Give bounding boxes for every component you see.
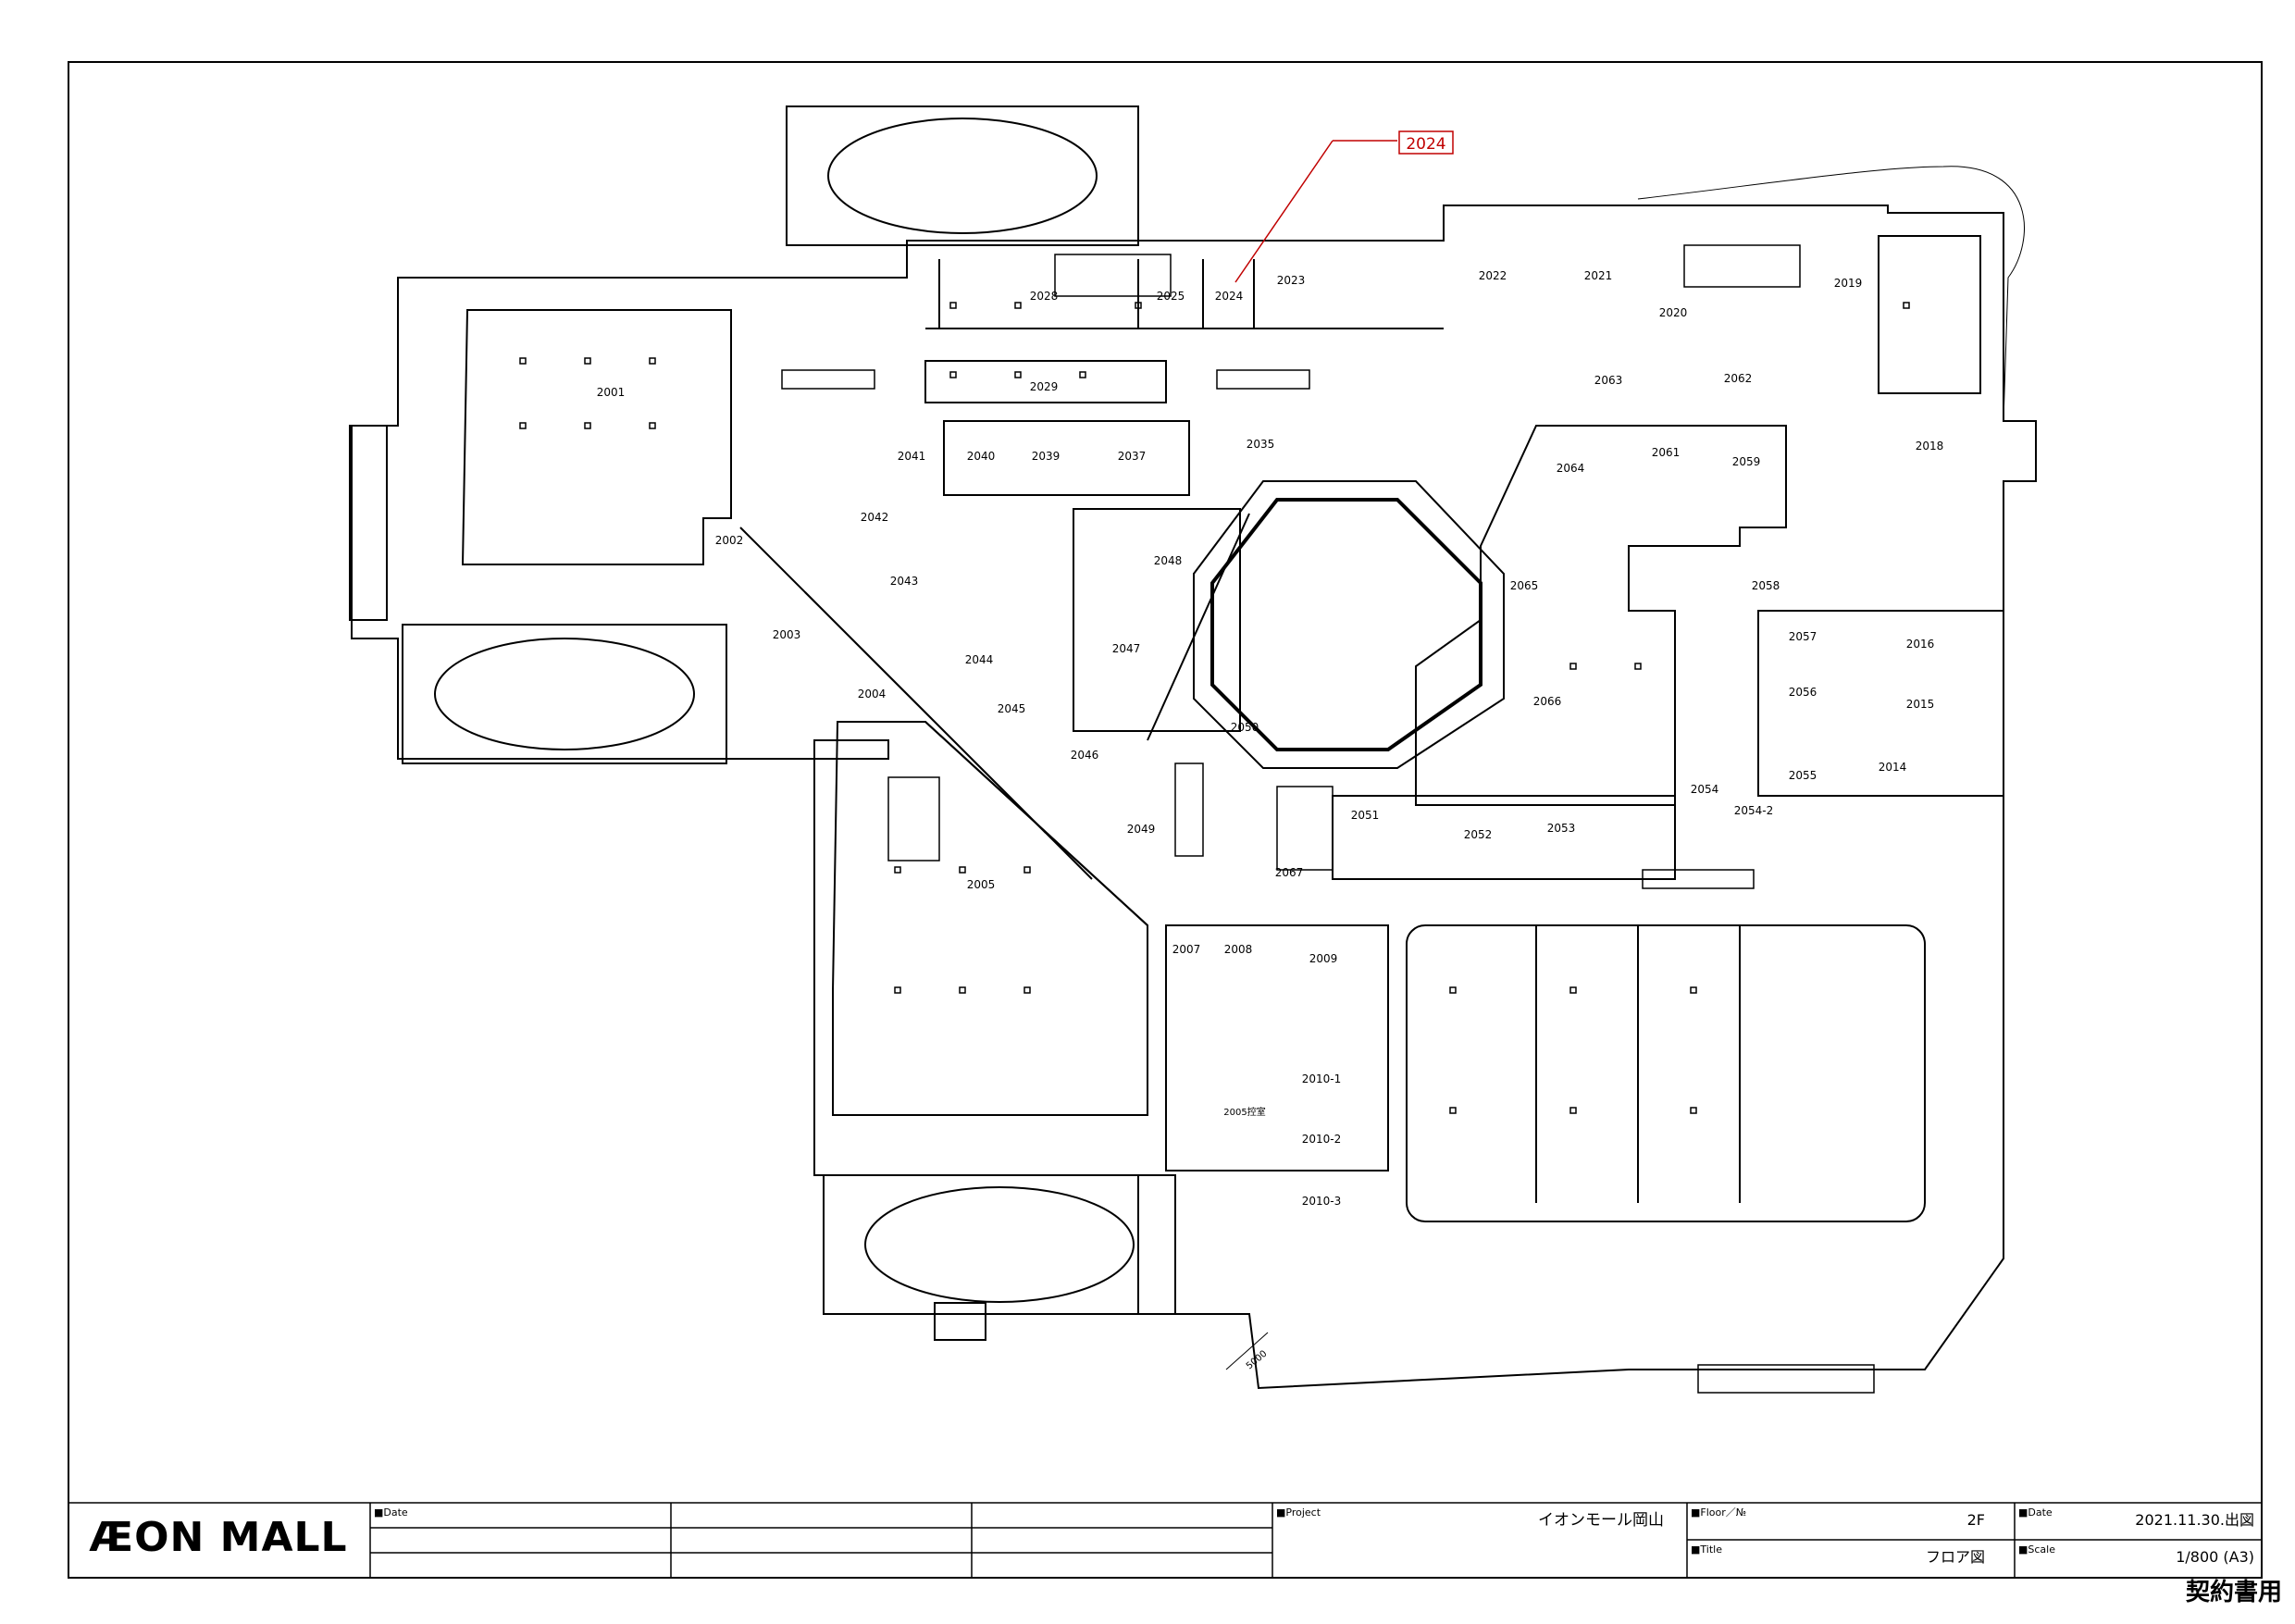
unit-label[interactable]: 2021 <box>1584 269 1613 282</box>
unit-label[interactable]: 2016 <box>1906 638 1935 651</box>
unit-label[interactable]: 2047 <box>1112 642 1141 655</box>
unit-label[interactable]: 2002 <box>715 534 744 547</box>
date-label: ■Date <box>374 1506 408 1519</box>
unit-label[interactable]: 2056 <box>1789 686 1817 699</box>
unit-label[interactable]: 2007 <box>1172 943 1201 956</box>
date2-value: 2021.11.30.出図 <box>2135 1511 2254 1529</box>
unit-label[interactable]: 2028 <box>1030 290 1059 303</box>
column-grid <box>519 302 1910 1114</box>
unit-label[interactable]: 2041 <box>898 450 926 463</box>
dimension-line <box>1225 1332 1269 1370</box>
contract-stamp: 契約書用 <box>2185 1579 2282 1606</box>
project-value: イオンモール岡山 <box>1538 1511 1664 1530</box>
unit-label[interactable]: 2001 <box>597 386 626 399</box>
unit-label[interactable]: 2008 <box>1224 943 1253 956</box>
unit-label[interactable]: 2018 <box>1916 440 1944 452</box>
unit-label[interactable]: 2039 <box>1032 450 1061 463</box>
unit-label[interactable]: 2052 <box>1464 828 1493 841</box>
project-label: ■Project <box>1276 1506 1321 1519</box>
floor-label: ■Floor／№ <box>1691 1506 1746 1519</box>
unit-label[interactable]: 2010-1 <box>1302 1072 1342 1085</box>
date2-label: ■Date <box>2018 1506 2053 1519</box>
unit-label[interactable]: 2045 <box>998 702 1026 715</box>
unit-label[interactable]: 2067 <box>1275 866 1304 879</box>
unit-label[interactable]: 2004 <box>858 688 887 700</box>
unit-label[interactable]: 2040 <box>967 450 996 463</box>
unit-label[interactable]: 2020 <box>1659 306 1688 319</box>
unit-label[interactable]: 2035 <box>1247 438 1275 451</box>
unit-label[interactable]: 2043 <box>890 575 919 588</box>
floor-plan <box>349 105 2037 1394</box>
floor-value: 2F <box>1967 1511 1985 1529</box>
unit-label[interactable]: 2065 <box>1510 579 1539 592</box>
unit-label[interactable]: 2064 <box>1557 462 1585 475</box>
unit-label[interactable]: 2054-2 <box>1734 804 1774 817</box>
unit-label[interactable]: 2048 <box>1154 554 1183 567</box>
unit-label[interactable]: 2054 <box>1691 783 1719 796</box>
unit-labels: 2001 2002 2003 2004 2005 2007 2008 2009 … <box>597 269 1944 1208</box>
unit-label[interactable]: 2044 <box>965 653 994 666</box>
unit-label[interactable]: 2063 <box>1594 374 1623 387</box>
unit-label[interactable]: 2010-3 <box>1302 1195 1342 1208</box>
unit-label[interactable]: 2014 <box>1879 761 1907 774</box>
unit-label[interactable]: 2055 <box>1789 769 1817 782</box>
unit-label[interactable]: 2058 <box>1752 579 1780 592</box>
unit-label[interactable]: 2003 <box>773 628 801 641</box>
unit-label[interactable]: 2005 <box>967 878 996 891</box>
callout-label: 2024 <box>1406 135 1445 154</box>
scale-value: 1/800 (A3) <box>2176 1548 2254 1566</box>
unit-label[interactable]: 2005控室 <box>1223 1106 1265 1118</box>
unit-label[interactable]: 2059 <box>1732 455 1761 468</box>
unit-label[interactable]: 2010-2 <box>1302 1133 1342 1146</box>
unit-label[interactable]: 2049 <box>1127 823 1156 836</box>
unit-label[interactable]: 2061 <box>1652 446 1681 459</box>
logo: ÆON MALL <box>89 1514 347 1561</box>
unit-label[interactable]: 2022 <box>1479 269 1507 282</box>
callout-leader <box>1234 140 1334 283</box>
unit-label[interactable]: 2057 <box>1789 630 1817 643</box>
unit-label[interactable]: 2037 <box>1118 450 1147 463</box>
scale-label: ■Scale <box>2018 1543 2055 1556</box>
unit-label[interactable]: 2023 <box>1277 274 1306 287</box>
unit-label[interactable]: 2042 <box>861 511 889 524</box>
callout-box <box>1398 130 1454 155</box>
title-block <box>68 1502 2262 1578</box>
unit-label[interactable]: 2050 <box>1231 721 1259 734</box>
unit-label[interactable]: 2051 <box>1351 809 1380 822</box>
unit-label[interactable]: 2053 <box>1547 822 1576 835</box>
unit-label[interactable]: 2015 <box>1906 698 1935 711</box>
unit-label[interactable]: 2046 <box>1071 749 1099 762</box>
title-value: フロア図 <box>1926 1548 1985 1566</box>
unit-label[interactable]: 2025 <box>1157 290 1185 303</box>
title-label: ■Title <box>1691 1543 1722 1556</box>
unit-label[interactable]: 2029 <box>1030 380 1059 393</box>
unit-label[interactable]: 2024 <box>1215 290 1244 303</box>
unit-label[interactable]: 2062 <box>1724 372 1753 385</box>
unit-label[interactable]: 2019 <box>1834 277 1863 290</box>
unit-label[interactable]: 2066 <box>1533 695 1562 708</box>
drawing-frame <box>68 61 2263 1579</box>
unit-label[interactable]: 2009 <box>1309 952 1338 965</box>
title-block-text: ÆON MALL ■Date ■Project イオンモール岡山 ■Floor／… <box>89 1506 2254 1566</box>
